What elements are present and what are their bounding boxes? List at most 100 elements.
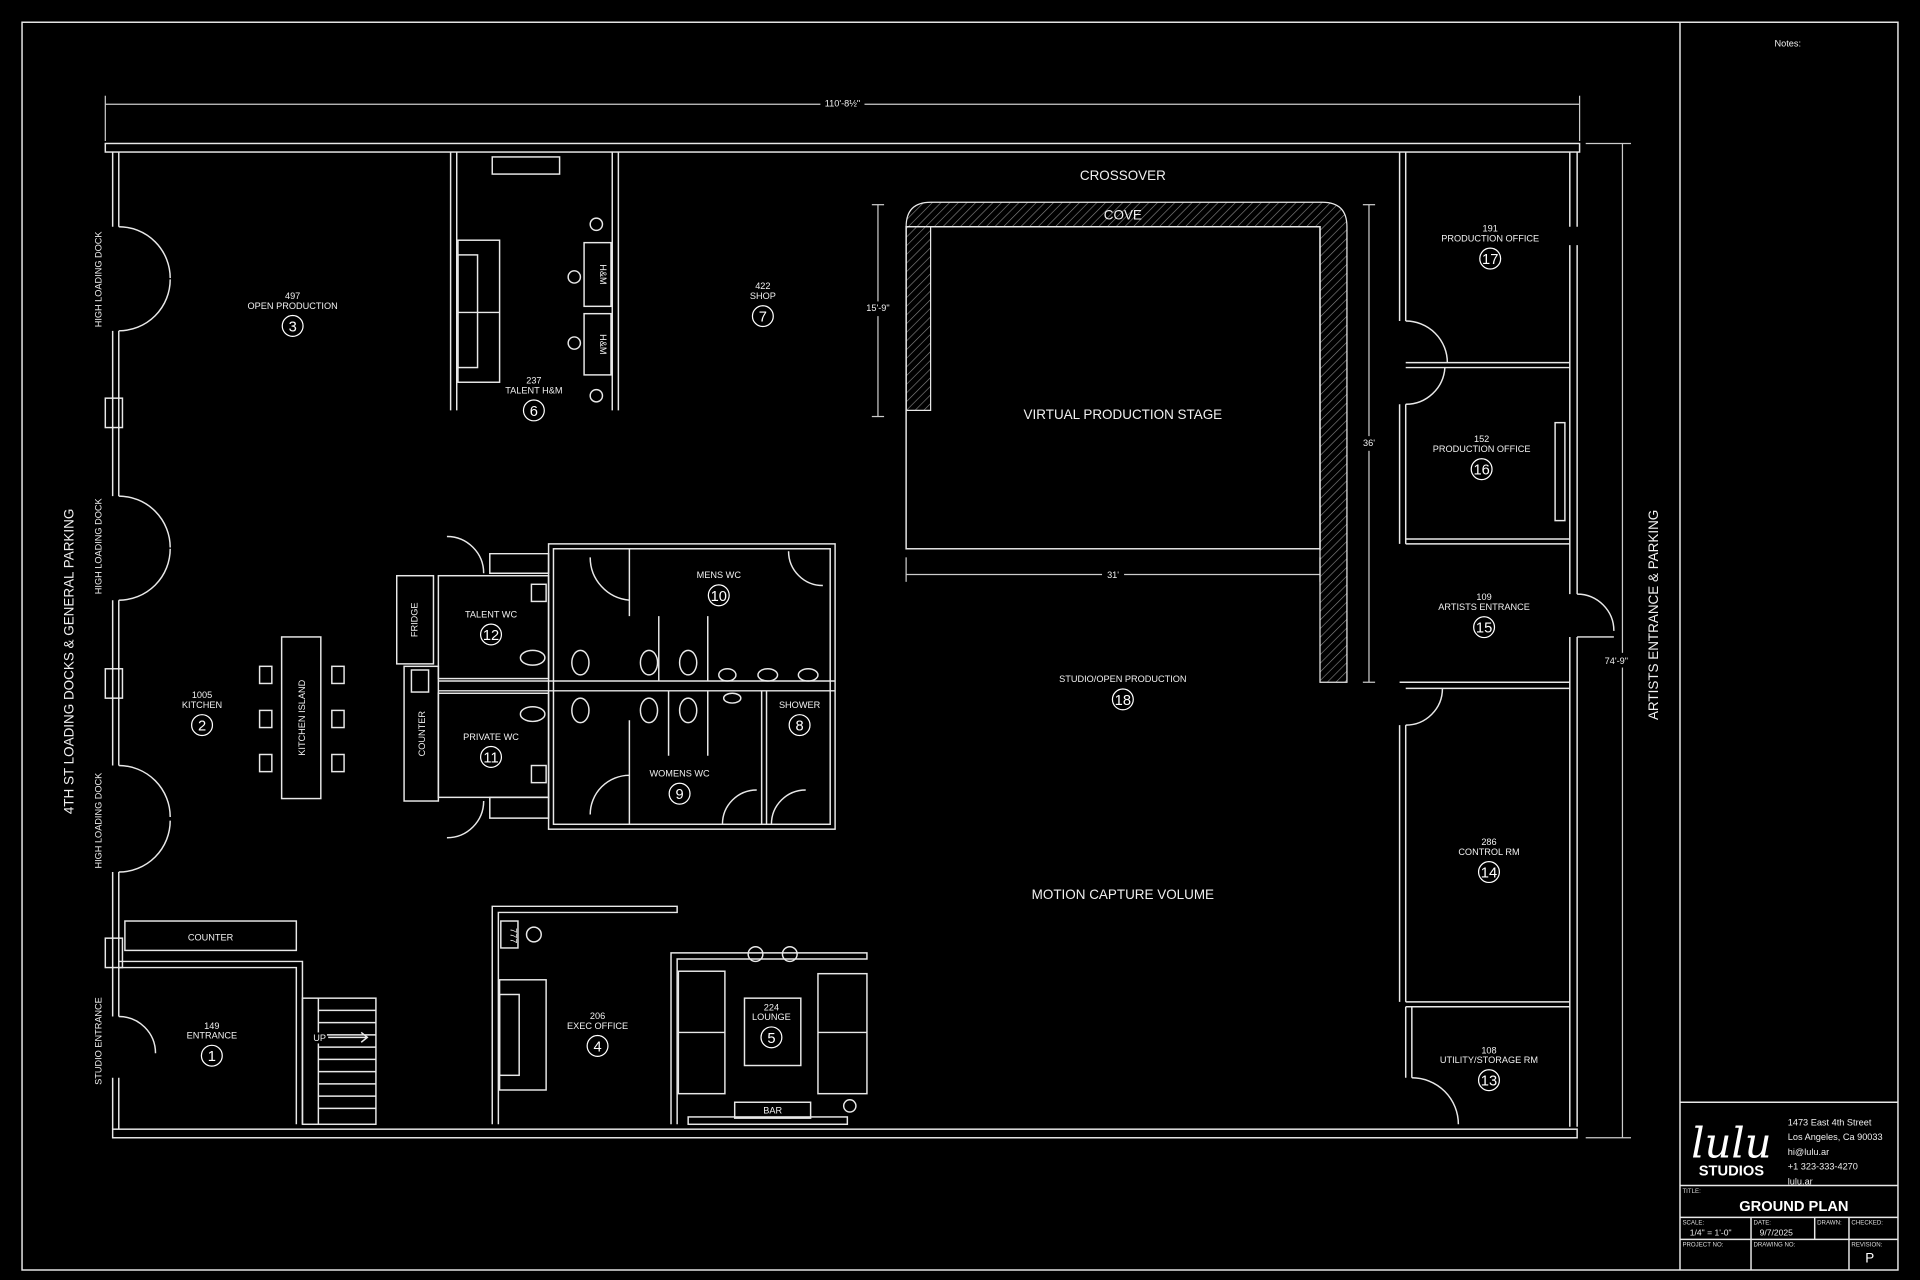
drawing-no-label: DRAWING NO: bbox=[1753, 1242, 1795, 1249]
overall-width-dimension: 110'-8½" bbox=[825, 99, 860, 109]
room-area: 286 bbox=[1481, 837, 1496, 847]
loading-dock-doors[interactable] bbox=[118, 226, 1615, 1054]
room-number-circle bbox=[1473, 616, 1496, 639]
room-number-circle bbox=[1477, 1069, 1500, 1092]
exterior-walls bbox=[104, 142, 1581, 1139]
room-area: 422 bbox=[755, 281, 770, 291]
room-number: 6 bbox=[530, 404, 538, 420]
drawn-label: DRAWN: bbox=[1817, 1220, 1842, 1227]
room-number-circle bbox=[1470, 458, 1493, 481]
cove-label: COVE bbox=[1104, 207, 1142, 222]
room-number-circle bbox=[751, 305, 774, 328]
room-number: 5 bbox=[767, 1031, 775, 1047]
restroom-block bbox=[396, 535, 836, 839]
address-line-2: Los Angeles, Ca 90033 bbox=[1788, 1132, 1883, 1142]
loading-dock-label: HIGH LOADING DOCK bbox=[94, 231, 104, 328]
dimension-lines bbox=[104, 95, 1632, 1139]
sheet-frame bbox=[21, 21, 1899, 1271]
room-area: 149 bbox=[204, 1021, 219, 1031]
room-number-circle bbox=[200, 1044, 223, 1067]
loading-dock-label: HIGH LOADING DOCK bbox=[94, 498, 104, 595]
room-number: 8 bbox=[796, 719, 804, 735]
stairs-up-label: UP bbox=[313, 1033, 326, 1043]
room-name: ENTRANCE bbox=[187, 1031, 237, 1041]
room-number-circle bbox=[522, 399, 545, 422]
hm-station-label: H&M bbox=[598, 334, 608, 354]
room-name: LOUNGE bbox=[752, 1012, 791, 1022]
room-number-circle bbox=[191, 714, 214, 737]
room-name: WOMENS WC bbox=[650, 769, 710, 779]
room-name: UTILITY/STORAGE RM bbox=[1440, 1055, 1538, 1065]
stage-width-dimension: 31' bbox=[1107, 570, 1119, 580]
virtual-production-stage bbox=[905, 201, 1348, 683]
mocap-volume-label: MOTION CAPTURE VOLUME bbox=[1032, 887, 1214, 902]
room-number: 7 bbox=[759, 310, 767, 326]
room-name: MENS WC bbox=[697, 570, 742, 580]
room-number-circle bbox=[788, 714, 811, 737]
checked-label: CHECKED: bbox=[1851, 1220, 1883, 1227]
room-number: 15 bbox=[1476, 621, 1492, 637]
side-counter-label: COUNTER bbox=[417, 711, 427, 757]
right-street-label: ARTISTS ENTRANCE & PARKING bbox=[1646, 510, 1661, 720]
room-number: 9 bbox=[676, 787, 684, 803]
crossover-label: CROSSOVER bbox=[1080, 168, 1166, 183]
room-number: 11 bbox=[483, 750, 498, 766]
overall-depth-dimension: 74'-9" bbox=[1605, 656, 1628, 666]
room-name: OPEN PRODUCTION bbox=[248, 301, 338, 311]
room-number-circle bbox=[480, 745, 503, 768]
cove-height-dimension: 15'-9" bbox=[866, 303, 889, 313]
kitchen-island-label: KITCHEN ISLAND bbox=[297, 679, 307, 755]
room-name: SHOP bbox=[750, 291, 776, 301]
drawing-title: GROUND PLAN bbox=[1739, 1199, 1848, 1215]
kitchen-island bbox=[258, 636, 345, 800]
date-label: DATE: bbox=[1753, 1220, 1771, 1227]
revision-label: REVISION: bbox=[1851, 1242, 1882, 1249]
room-number: 2 bbox=[198, 719, 206, 735]
room-number: 18 bbox=[1115, 693, 1131, 709]
room-tag: WOMENS WC 9 bbox=[650, 769, 710, 805]
room-name: KITCHEN bbox=[182, 700, 222, 710]
stage-depth-dimension: 36' bbox=[1363, 438, 1375, 448]
room-name: PRIVATE WC bbox=[463, 732, 519, 742]
date-value: 9/7/2025 bbox=[1760, 1228, 1794, 1238]
room-area: 108 bbox=[1481, 1045, 1496, 1055]
entrance-area bbox=[118, 920, 377, 1126]
tv-label: 777 bbox=[509, 928, 519, 943]
room-number: 3 bbox=[289, 319, 297, 335]
room-number-circle bbox=[668, 782, 691, 805]
project-no-label: PROJECT NO: bbox=[1682, 1242, 1723, 1249]
room-number-circle bbox=[1477, 861, 1500, 884]
room-area: 191 bbox=[1483, 224, 1498, 234]
room-number-circle bbox=[281, 314, 304, 337]
fridge-label: FRIDGE bbox=[410, 602, 420, 637]
room-number: 14 bbox=[1481, 866, 1497, 882]
room-name: PRODUCTION OFFICE bbox=[1441, 233, 1539, 243]
room-number: 12 bbox=[483, 628, 499, 644]
room-area: 206 bbox=[590, 1011, 605, 1021]
room-area: 152 bbox=[1474, 434, 1489, 444]
right-offices bbox=[1398, 152, 1570, 1125]
room-name: EXEC OFFICE bbox=[567, 1021, 628, 1031]
exec-lounge-area bbox=[491, 905, 868, 1126]
room-number-circle bbox=[760, 1026, 783, 1049]
logo-script: lulu bbox=[1691, 1118, 1771, 1167]
room-number-circle bbox=[707, 584, 730, 607]
entry-counter-label: COUNTER bbox=[188, 933, 234, 943]
website: lulu.ar bbox=[1788, 1176, 1813, 1186]
